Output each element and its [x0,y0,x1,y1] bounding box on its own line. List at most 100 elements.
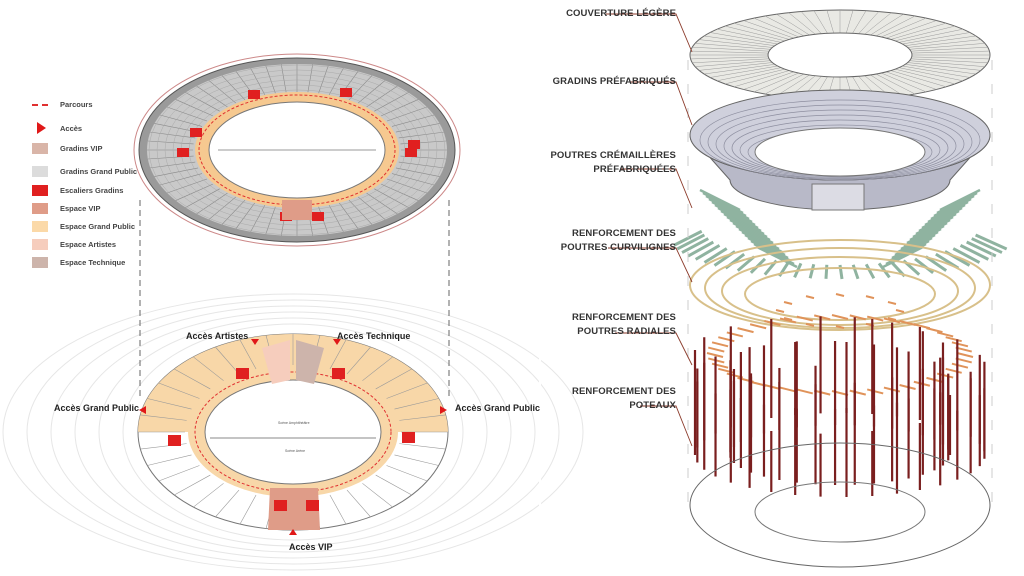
seat-row [281,64,287,93]
raker-beam [909,218,951,242]
site-line [2,293,584,571]
roof-rib [692,46,770,52]
seat-row [328,68,344,95]
radial-beam [849,314,867,321]
roof-rib [886,20,937,39]
raker-beam [959,244,990,261]
artists-space [262,340,290,384]
raker-beam [927,200,969,224]
curvilinear-beam [744,267,936,321]
roof-rib [704,64,775,75]
access-vip-label: Accès VIP [289,542,333,552]
radial-beam [708,346,725,353]
raker-beam [736,255,756,272]
layer-label-roof: COUVERTURE LÉGÈRE [566,8,676,19]
raker-beam [918,209,960,233]
legend-label: Parcours [60,100,93,109]
stairs [168,435,181,446]
leader-line [628,81,693,126]
legend-label: Escaliers Gradins [60,186,124,195]
access-artistes-label: Accès Artistes [186,331,249,341]
raker-beam [676,233,706,251]
gradins-row [723,114,957,178]
stairs [312,212,324,221]
roof-rib [898,67,963,82]
room-wall [215,489,240,518]
roof-rib [753,17,799,38]
radial-beam [749,323,767,330]
roof-rib [881,17,927,38]
roof-rib [911,50,990,54]
raker-beam [912,215,954,239]
room-wall [140,414,187,421]
raker-beam [966,240,997,258]
seat-row [208,196,237,220]
room-wall [362,356,393,381]
radial-beam [945,367,962,374]
roof-rib [699,62,773,71]
room-wall [239,339,257,370]
roof-rib [813,10,828,34]
radial-beam [883,317,901,324]
radial-beam [899,320,916,327]
roof-rib [870,14,904,36]
roof-rib [826,10,834,34]
room-wall [147,398,192,410]
seat-row [196,85,228,108]
radial-beam [866,315,884,322]
access-triangle-icon [139,406,146,414]
legend-label: Espace Technique [60,258,126,267]
roof-rib [909,43,985,50]
radial-beam [813,389,831,396]
seat-row [328,205,344,232]
roof-rib [690,56,769,60]
room-wall [394,454,439,466]
raker-beam [732,221,774,245]
raker-beam [702,191,744,215]
seat-row [357,80,386,104]
seat-row [159,173,203,186]
raker-beam [939,188,981,212]
legend-label: Espace Artistes [60,240,117,249]
seat-row [250,68,266,95]
seat-row [221,75,246,100]
raker-beam [903,224,945,248]
stairs [408,140,420,149]
seat-row [395,123,440,133]
roof-rib [710,32,778,45]
raker-beam [888,239,930,263]
roof-rib [704,35,775,46]
technical-space [296,340,324,384]
seat-row [196,192,228,215]
raker-beam [882,245,924,269]
roof-rib [881,72,927,93]
raker-beam [952,247,981,264]
radial-beam [805,295,815,300]
layer-label-gradins: GRADINS PRÉFABRIQUÉS [552,76,676,87]
raker-beam [750,239,792,263]
roof-rib [725,25,785,42]
roof-rib [764,73,805,95]
stairs [190,128,202,137]
radial-beam [779,386,797,393]
roof-rib [692,58,770,64]
seat-row [374,188,409,208]
vip-space [268,488,320,530]
seat-row [366,192,398,215]
stage-amphi-label: Scène Amphithéâtre [278,421,310,425]
roof-rib [776,74,810,96]
site-line [50,305,536,559]
radial-beam [835,293,845,297]
roof-rib [858,11,880,34]
room-wall [375,368,412,390]
raker-beam [717,206,759,230]
room-wall [386,465,428,482]
roof-rib [870,74,904,96]
leader-line [606,13,693,53]
seat-row [185,188,220,208]
legend-gradins-public: Gradins Grand Public [32,166,137,177]
seat-row [250,205,266,232]
gradins-row [715,109,965,179]
leader-line [615,332,693,366]
